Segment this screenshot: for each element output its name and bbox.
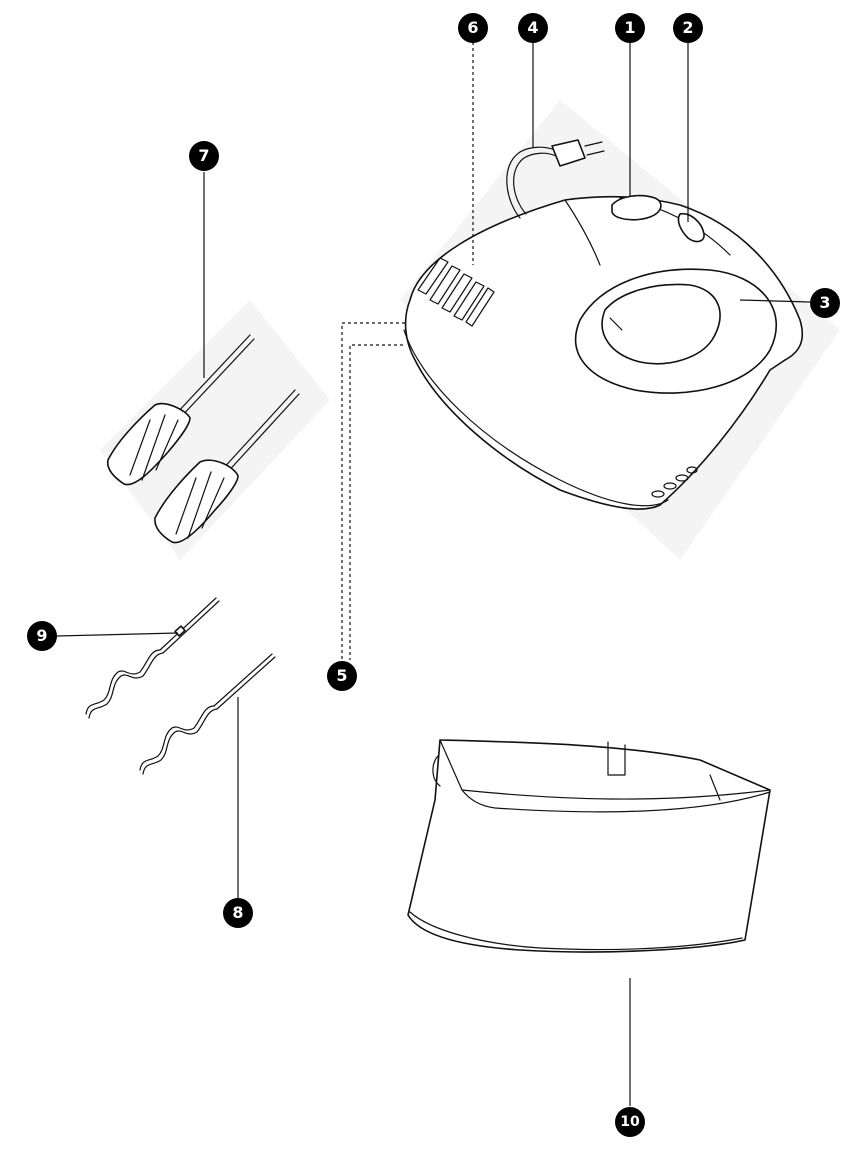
- callout-8-label: 8: [232, 903, 244, 922]
- beaters-drawing: [106, 334, 300, 544]
- callout-8: 8: [223, 898, 253, 928]
- leader-lines: [56, 42, 811, 1106]
- callout-2-label: 2: [682, 18, 694, 37]
- callout-3: 3: [810, 288, 840, 318]
- mixer-body: [403, 194, 804, 510]
- beaters-shadow: [100, 300, 330, 560]
- power-cord-drawing: [506, 139, 605, 219]
- callout-1-label: 1: [624, 18, 636, 37]
- callout-2: 2: [673, 13, 703, 43]
- callout-1: 1: [615, 13, 645, 43]
- callout-9: 9: [27, 621, 57, 651]
- callout-9-label: 9: [36, 626, 48, 645]
- callout-10-label: 10: [620, 1114, 640, 1130]
- callout-10: 10: [615, 1107, 645, 1137]
- callout-5: 5: [327, 661, 357, 691]
- dough-hooks-drawing: [85, 597, 276, 775]
- callout-3-label: 3: [819, 293, 831, 312]
- callout-4: 4: [518, 13, 548, 43]
- callout-7: 7: [189, 141, 219, 171]
- callout-7-label: 7: [198, 146, 210, 165]
- callout-4-label: 4: [527, 18, 539, 37]
- callout-5-label: 5: [336, 666, 348, 685]
- callout-6: 6: [458, 13, 488, 43]
- front-sockets: [651, 466, 698, 498]
- callout-6-label: 6: [467, 18, 479, 37]
- vent-slots: [417, 257, 495, 327]
- storage-case-drawing: [407, 739, 771, 953]
